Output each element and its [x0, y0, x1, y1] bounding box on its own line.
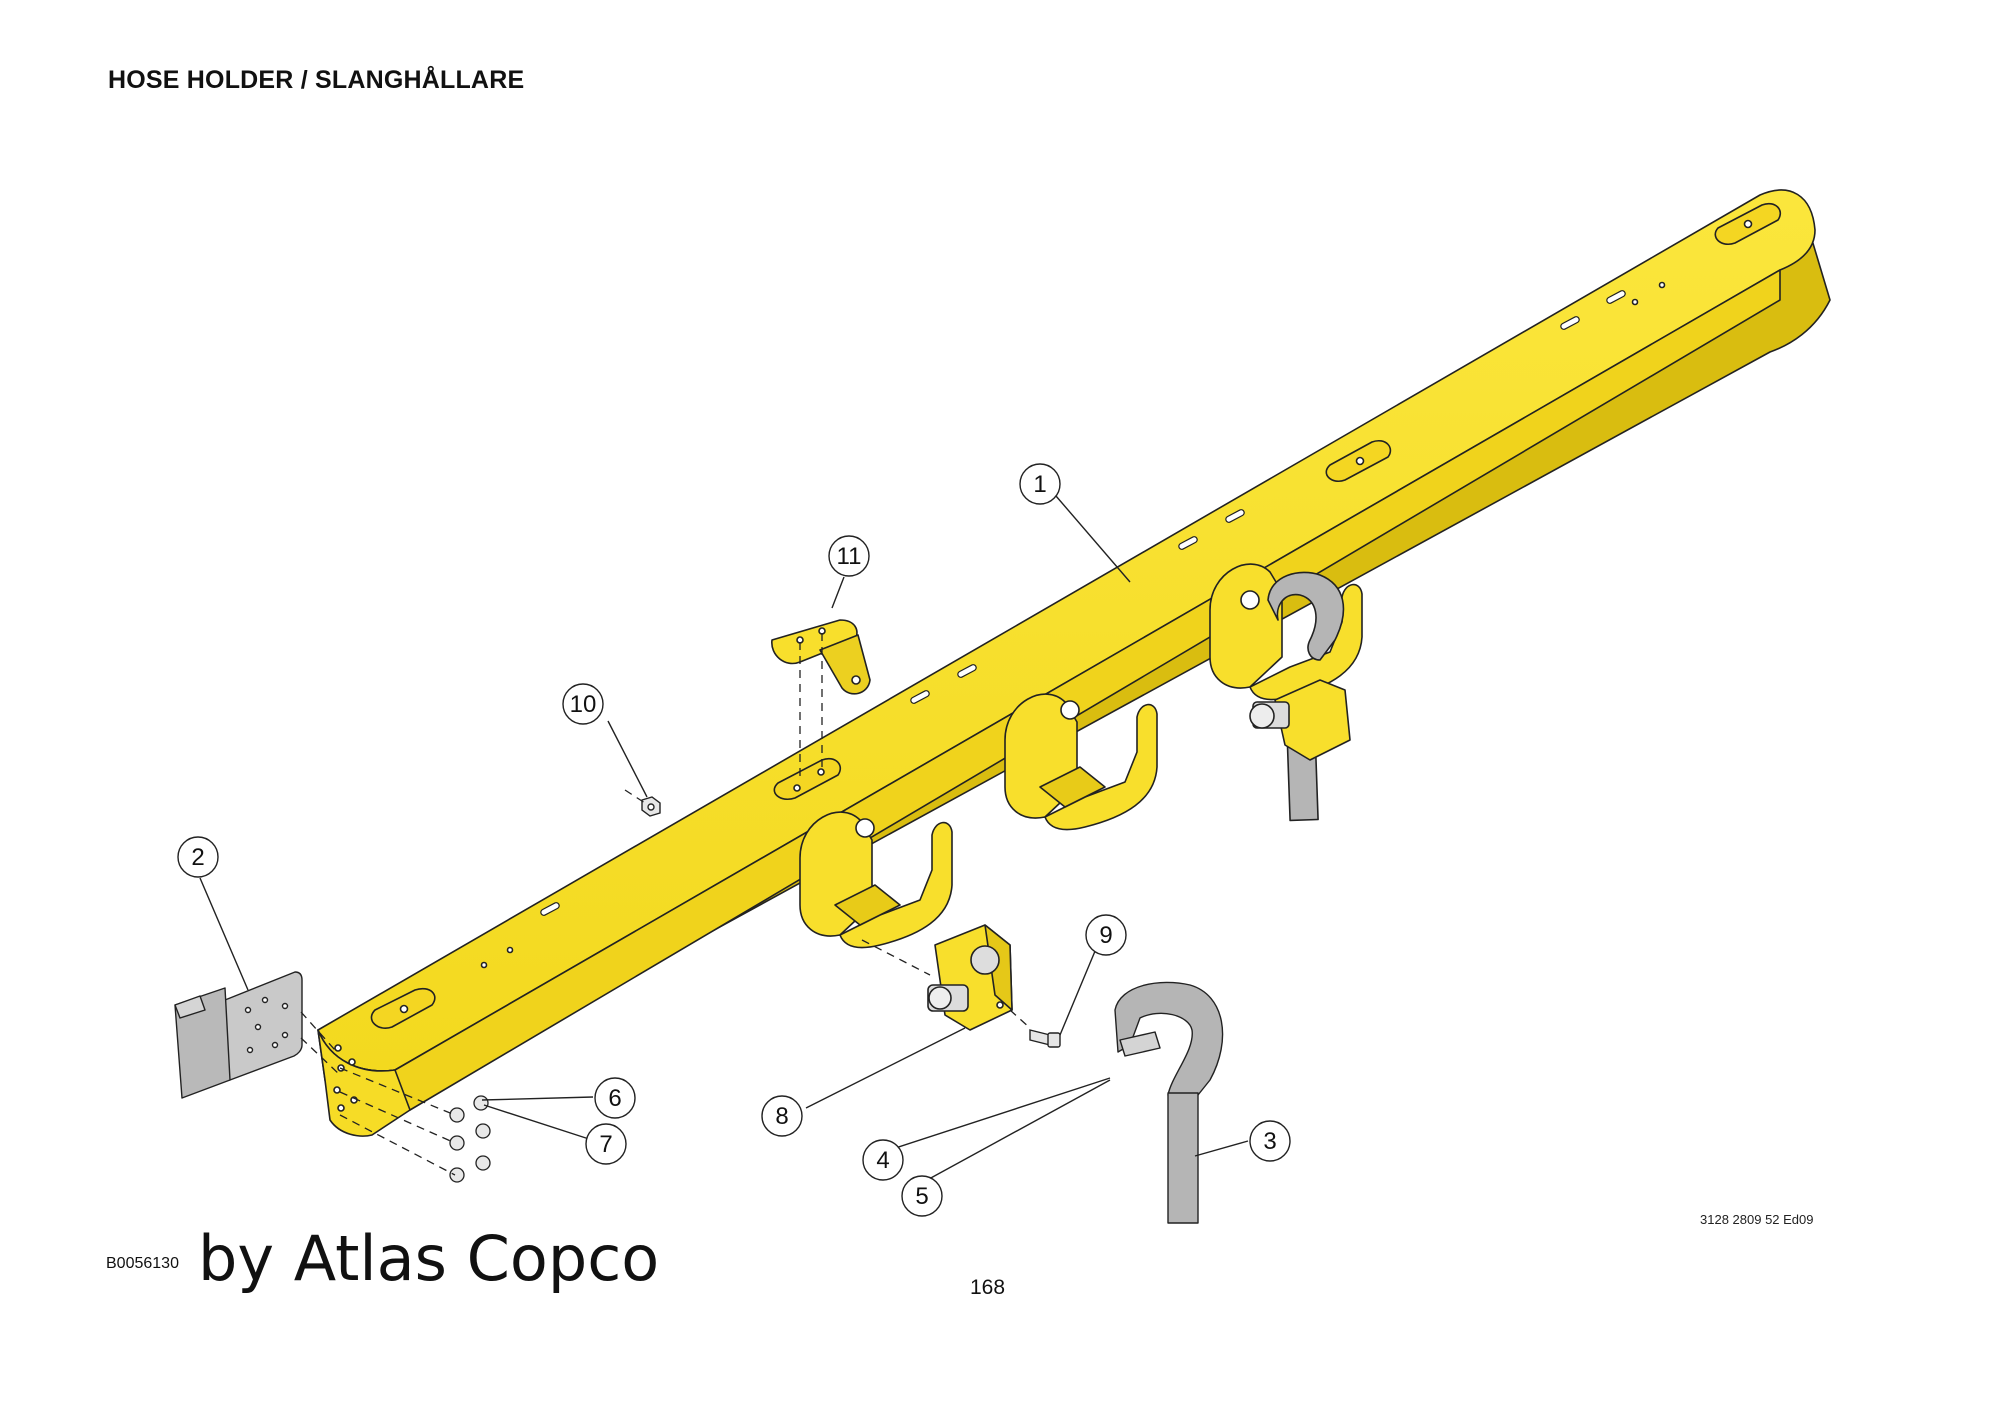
- svg-text:8: 8: [775, 1103, 788, 1130]
- page-title: HOSE HOLDER / SLANGHÅLLARE: [108, 66, 525, 94]
- svg-text:9: 9: [1099, 922, 1112, 949]
- part-3-strap: [1114, 981, 1224, 1224]
- svg-text:3: 3: [1263, 1128, 1276, 1155]
- callout-5: 5: [901, 1175, 943, 1217]
- callout-3: 3: [1249, 1120, 1291, 1162]
- svg-text:5: 5: [915, 1183, 928, 1210]
- leader-lines: [199, 495, 1249, 1186]
- callout-1: 1: [1019, 463, 1061, 505]
- hose-hook-with-clamp: [1209, 563, 1363, 822]
- callout-9: 9: [1085, 914, 1127, 956]
- svg-text:11: 11: [837, 543, 862, 570]
- part-2-mounting-plate: [174, 971, 303, 1099]
- callout-8: 8: [761, 1095, 803, 1137]
- callout-10: 10: [562, 683, 604, 725]
- callout-7: 7: [585, 1123, 627, 1165]
- part-10-nut: [641, 796, 661, 817]
- hose-hook: [799, 811, 953, 949]
- callout-6: 6: [594, 1077, 636, 1119]
- svg-text:2: 2: [191, 844, 204, 871]
- part-8-clamp-block: [927, 924, 1013, 1031]
- callout-4: 4: [862, 1139, 904, 1181]
- hose-hook: [1004, 693, 1158, 831]
- svg-text:6: 6: [608, 1085, 621, 1112]
- watermark: by Atlas Copco: [198, 1222, 660, 1295]
- callout-11: 11: [828, 535, 870, 577]
- document-number: 3128 2809 52 Ed09: [1700, 1212, 1814, 1227]
- callout-2: 2: [177, 836, 219, 878]
- svg-text:10: 10: [570, 691, 597, 718]
- part-6-7-screws: [449, 1095, 491, 1183]
- main-rail: [317, 189, 1831, 1137]
- assembly-lines: [300, 633, 1031, 1176]
- page-number: 168: [970, 1276, 1006, 1299]
- svg-text:4: 4: [876, 1147, 889, 1174]
- svg-text:1: 1: [1033, 471, 1046, 498]
- figure-code: B0056130: [106, 1255, 179, 1272]
- part-9-bolt: [1029, 1029, 1061, 1048]
- svg-text:7: 7: [599, 1131, 612, 1158]
- part-11-bracket: [771, 619, 871, 695]
